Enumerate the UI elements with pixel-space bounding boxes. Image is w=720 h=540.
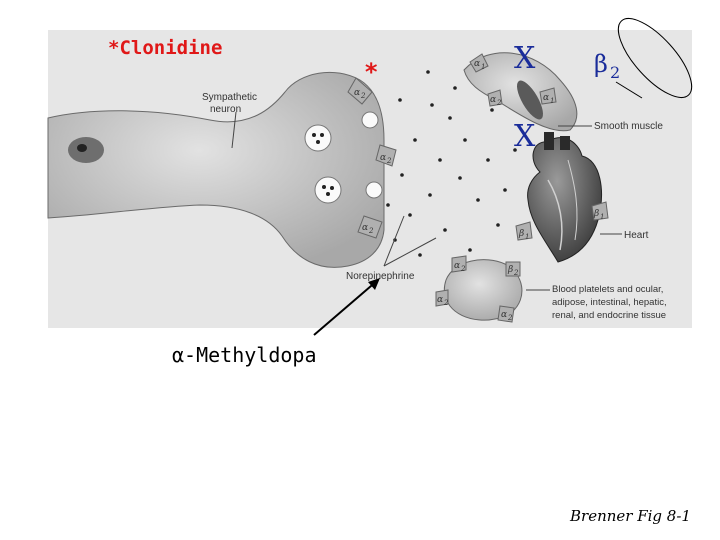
svg-text:α: α: [501, 310, 507, 320]
svg-text:α: α: [543, 93, 549, 103]
svg-text:α: α: [454, 261, 460, 271]
clonidine-asterisk: *: [364, 58, 378, 86]
tissue-label-line3: renal, and endocrine tissue: [552, 310, 666, 321]
svg-text:1: 1: [550, 97, 554, 105]
svg-text:2: 2: [496, 99, 502, 107]
neuron-label-line1: Sympathetic: [202, 92, 257, 103]
neuron-label-line2: neuron: [210, 104, 241, 115]
smooth-muscle-label: Smooth muscle: [594, 121, 663, 132]
beta2-subscript: 2: [610, 63, 620, 82]
svg-text:2: 2: [460, 265, 466, 273]
figure-credit: Brenner Fig 8-1: [569, 507, 691, 525]
svg-text:α: α: [362, 223, 368, 233]
svg-text:β: β: [518, 229, 524, 239]
svg-text:2: 2: [368, 227, 374, 235]
svg-text:2: 2: [360, 92, 366, 100]
alpha1-block-x: X: [514, 41, 536, 76]
alpha2-block-x: X: [514, 119, 536, 154]
svg-text:β: β: [507, 265, 513, 275]
beta2-symbol: β: [594, 50, 608, 78]
heart-label: Heart: [624, 230, 649, 241]
svg-text:2: 2: [513, 269, 519, 277]
methyldopa-label: α-Methyldopa: [172, 343, 317, 367]
svg-text:α: α: [354, 88, 360, 98]
svg-text:1: 1: [525, 233, 529, 241]
svg-text:2: 2: [507, 314, 513, 322]
norepinephrine-label: Norepinephrine: [346, 271, 415, 282]
svg-text:1: 1: [600, 213, 604, 221]
svg-text:β: β: [593, 209, 599, 219]
svg-text:α: α: [474, 59, 480, 69]
svg-text:α: α: [380, 153, 386, 163]
svg-text:2: 2: [443, 299, 449, 307]
tissue-label-line1: Blood platelets and ocular,: [552, 284, 663, 295]
svg-text:2: 2: [386, 157, 392, 165]
svg-text:α: α: [490, 95, 496, 105]
svg-text:1: 1: [481, 63, 485, 71]
clonidine-label: *Clonidine: [108, 37, 222, 59]
tissue-label-line2: adipose, intestinal, hepatic,: [552, 297, 667, 308]
svg-text:α: α: [437, 295, 443, 305]
